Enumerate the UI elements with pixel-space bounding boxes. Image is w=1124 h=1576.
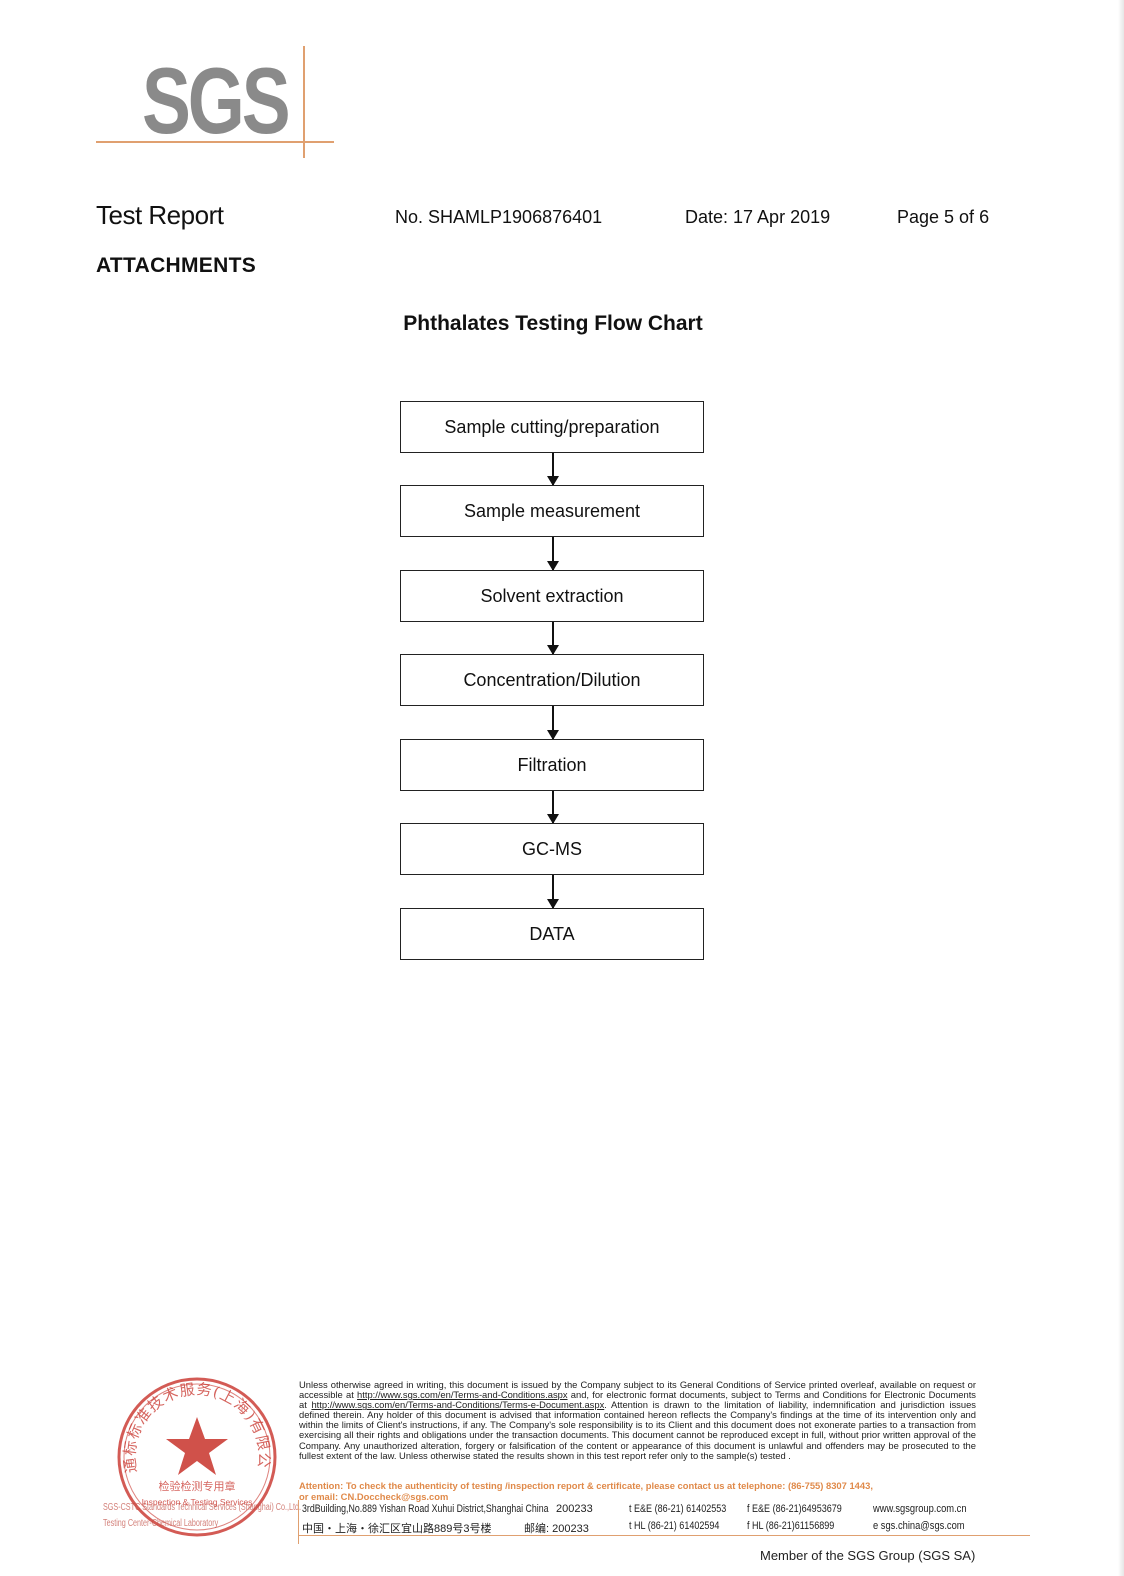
attention-line-2: or email: CN.Doccheck@sgs.com <box>299 1490 449 1502</box>
fax-ee: f E&E (86-21)64953679 <box>747 1503 842 1515</box>
address-english: 3rdBuilding,No.889 Yishan Road Xuhui Dis… <box>302 1503 549 1515</box>
report-number: No. SHAMLP1906876401 <box>395 207 603 227</box>
logo-text: SGS <box>142 48 291 153</box>
flowchart-title: Phthalates Testing Flow Chart <box>403 312 703 335</box>
seal-star-icon <box>166 1417 228 1475</box>
terms-link[interactable]: http://www.sgs.com/en/Terms-and-Conditio… <box>357 1389 568 1401</box>
attention-line-1: Attention: To check the authenticity of … <box>299 1480 873 1491</box>
e-document-terms-link[interactable]: http://www.sgs.com/en/Terms-and-Conditio… <box>311 1399 605 1411</box>
stamp-side-line1: SGS-CSTC Standards Technical Services (S… <box>103 1502 301 1513</box>
logo-rule-vertical <box>303 46 305 158</box>
postcode-english: 200233 <box>556 1503 593 1515</box>
seal-inner-cn: 检验检测专用章 <box>159 1479 236 1493</box>
section-heading: ATTACHMENTS <box>96 254 257 277</box>
flow-step-sample-measurement: Sample measurement <box>400 485 704 537</box>
member-notice: Member of the SGS Group (SGS SA) <box>760 1548 976 1563</box>
flow-arrow <box>547 791 559 824</box>
stamp-side-line2: Testing Center-Chemical Laboratory <box>103 1517 219 1529</box>
legal-disclaimer: Unless otherwise agreed in writing, this… <box>299 1379 976 1461</box>
postcode-chinese: 邮编: 200233 <box>524 1523 589 1535</box>
flow-arrow <box>547 622 559 655</box>
flow-step-solvent-extraction: Solvent extraction <box>400 570 704 622</box>
page-edge <box>1118 0 1124 1576</box>
seal-inner-en: Inspection & Testing Services <box>142 1497 253 1507</box>
flow-step-gc-ms: GC-MS <box>400 823 704 875</box>
flow-step-concentration-dilution: Concentration/Dilution <box>400 654 704 706</box>
disclaimer-text-3: . Attention is drawn to the limitation o… <box>299 1399 976 1461</box>
report-date: Date: 17 Apr 2019 <box>685 207 831 227</box>
flow-arrow <box>547 537 559 571</box>
page-number: Page 5 of 6 <box>897 207 990 227</box>
logo-rule-horizontal <box>96 141 334 143</box>
footer-rule-horizontal <box>298 1535 1030 1537</box>
email-address[interactable]: e sgs.china@sgs.com <box>873 1520 965 1532</box>
disclaimer-text-2: and, for electronic format documents, su… <box>299 1389 976 1411</box>
disclaimer-text-1: Unless otherwise agreed in writing, this… <box>299 1379 976 1401</box>
website[interactable]: www.sgsgroup.com.cn <box>873 1503 967 1515</box>
company-seal-stamp: 通标标准技术服务(上海)有限公司 检验检测专用章 Inspection & Te… <box>112 1372 277 1537</box>
telephone-ee: t E&E (86-21) 61402553 <box>629 1503 727 1515</box>
flow-arrow <box>547 453 559 486</box>
flow-step-sample-cutting: Sample cutting/preparation <box>400 401 704 453</box>
authenticity-notice: Attention: To check the authenticity of … <box>299 1480 989 1502</box>
fax-hl: f HL (86-21)61156899 <box>747 1520 835 1532</box>
telephone-hl: t HL (86-21) 61402594 <box>629 1520 720 1532</box>
flow-arrow <box>547 875 559 909</box>
stamp-side-text: SGS-CSTC Standards Technical Services (S… <box>103 1500 378 1531</box>
report-title: Test Report <box>96 200 224 230</box>
flow-step-filtration: Filtration <box>400 739 704 791</box>
footer-rule-vertical <box>298 1500 300 1544</box>
sgs-logo: SGS <box>96 46 336 158</box>
flow-step-data: DATA <box>400 908 704 960</box>
address-chinese: 中国・上海・徐汇区宜山路889号3号楼 <box>302 1523 492 1535</box>
flow-arrow <box>547 706 559 740</box>
